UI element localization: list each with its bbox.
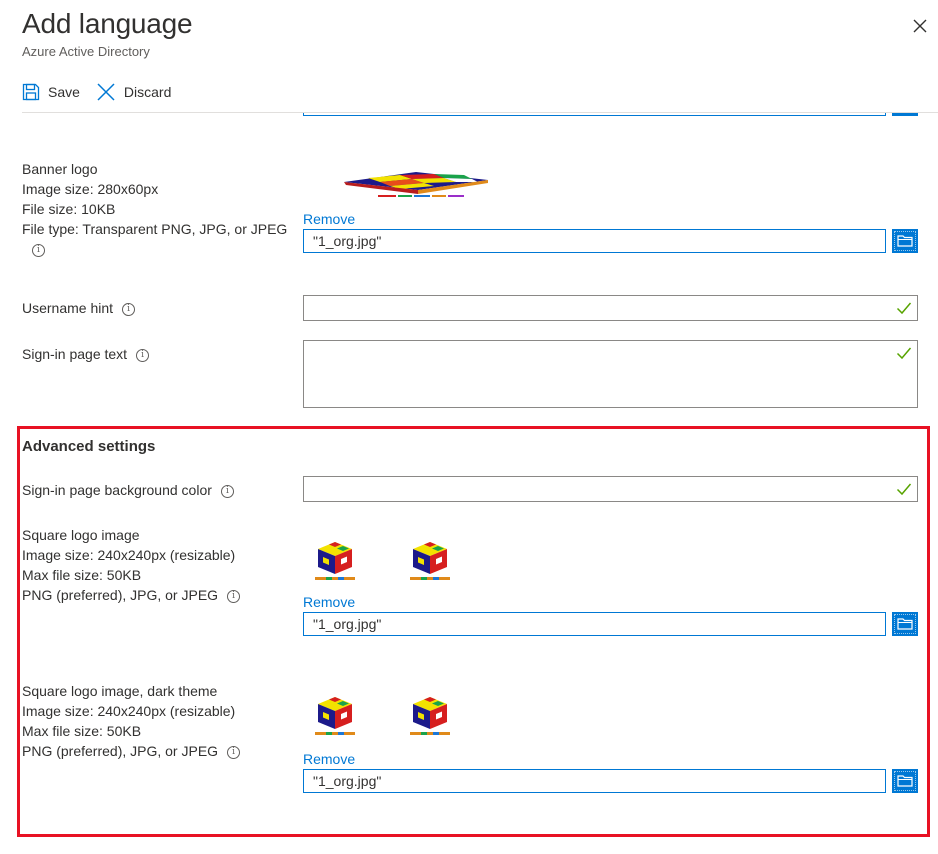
page-subtitle: Azure Active Directory bbox=[22, 44, 150, 59]
discard-button[interactable]: Discard bbox=[96, 82, 171, 102]
square-logo-file-input[interactable]: "1_org.jpg" bbox=[303, 612, 886, 636]
banner-logo-preview bbox=[344, 172, 488, 197]
signin-text-label: Sign-in page text bbox=[22, 346, 128, 362]
square-logo-dark-label: Square logo image, dark theme bbox=[22, 683, 218, 699]
checkmark-icon bbox=[896, 302, 912, 315]
square-logo-browse-button[interactable] bbox=[892, 612, 918, 636]
close-icon[interactable] bbox=[910, 16, 930, 36]
square-logo-dark-preview-dark bbox=[410, 697, 450, 735]
toolbar-divider bbox=[22, 112, 938, 113]
discard-label: Discard bbox=[123, 84, 172, 100]
square-logo-dark-remove-link[interactable]: Remove bbox=[303, 751, 356, 767]
banner-file-input[interactable]: "1_org.jpg" bbox=[303, 229, 886, 253]
square-logo-dark-browse-button[interactable] bbox=[892, 769, 918, 793]
banner-logo-size: Image size: 280x60px bbox=[22, 181, 159, 197]
square-logo-dark-filesize: Max file size: 50KB bbox=[22, 723, 142, 739]
info-icon[interactable]: i bbox=[220, 484, 234, 498]
discard-icon bbox=[97, 83, 115, 101]
command-bar: Save Discard bbox=[22, 78, 187, 106]
banner-remove-link[interactable]: Remove bbox=[303, 211, 356, 227]
square-logo-description: Square logo image Image size: 240x240px … bbox=[22, 525, 241, 605]
info-icon[interactable]: i bbox=[32, 243, 45, 257]
save-label: Save bbox=[48, 84, 80, 100]
username-hint-label: Username hint bbox=[22, 300, 114, 316]
square-logo-filetype: PNG (preferred), JPG, or JPEG bbox=[22, 587, 219, 603]
info-icon[interactable]: i bbox=[136, 348, 150, 362]
save-icon bbox=[22, 83, 40, 101]
advanced-settings-heading: Advanced settings bbox=[22, 438, 156, 455]
signin-text-row: Sign-in page text i bbox=[22, 344, 150, 364]
username-hint-input[interactable] bbox=[303, 295, 918, 321]
square-logo-size: Image size: 240x240px (resizable) bbox=[22, 547, 236, 563]
square-logo-label: Square logo image bbox=[22, 527, 140, 543]
square-logo-dark-file-input[interactable]: "1_org.jpg" bbox=[303, 769, 886, 793]
bg-color-label: Sign-in page background color bbox=[22, 482, 212, 498]
banner-logo-label: Banner logo bbox=[22, 161, 98, 177]
info-icon[interactable]: i bbox=[227, 589, 241, 603]
banner-logo-filetype: File type: Transparent PNG, JPG, or JPEG bbox=[22, 221, 288, 237]
checkmark-icon bbox=[896, 347, 912, 360]
banner-logo-filesize: File size: 10KB bbox=[22, 201, 116, 217]
page-title: Add language bbox=[22, 8, 193, 39]
folder-icon bbox=[897, 775, 913, 787]
square-logo-filesize: Max file size: 50KB bbox=[22, 567, 142, 583]
banner-logo-description: Banner logo Image size: 280x60px File si… bbox=[22, 159, 287, 259]
bg-color-input[interactable] bbox=[303, 476, 918, 502]
info-icon[interactable]: i bbox=[122, 302, 136, 316]
signin-text-textarea[interactable] bbox=[303, 340, 918, 408]
folder-icon bbox=[897, 235, 913, 247]
folder-icon bbox=[897, 618, 913, 630]
info-icon[interactable]: i bbox=[227, 745, 241, 759]
clipped-file-field bbox=[303, 113, 886, 116]
advanced-settings-highlight bbox=[17, 426, 930, 837]
square-logo-dark-description: Square logo image, dark theme Image size… bbox=[22, 681, 241, 761]
save-button[interactable]: Save bbox=[22, 83, 80, 101]
square-logo-remove-link[interactable]: Remove bbox=[303, 594, 356, 610]
square-logo-dark-filetype: PNG (preferred), JPG, or JPEG bbox=[22, 743, 219, 759]
bg-color-row: Sign-in page background color i bbox=[22, 480, 234, 500]
square-logo-preview-dark bbox=[410, 542, 450, 580]
username-hint-row: Username hint i bbox=[22, 298, 136, 318]
square-logo-preview-light bbox=[315, 542, 355, 580]
checkmark-icon bbox=[896, 483, 912, 496]
clipped-browse-button bbox=[892, 113, 918, 116]
square-logo-dark-size: Image size: 240x240px (resizable) bbox=[22, 703, 236, 719]
banner-browse-button[interactable] bbox=[892, 229, 918, 253]
square-logo-dark-preview-light bbox=[315, 697, 355, 735]
